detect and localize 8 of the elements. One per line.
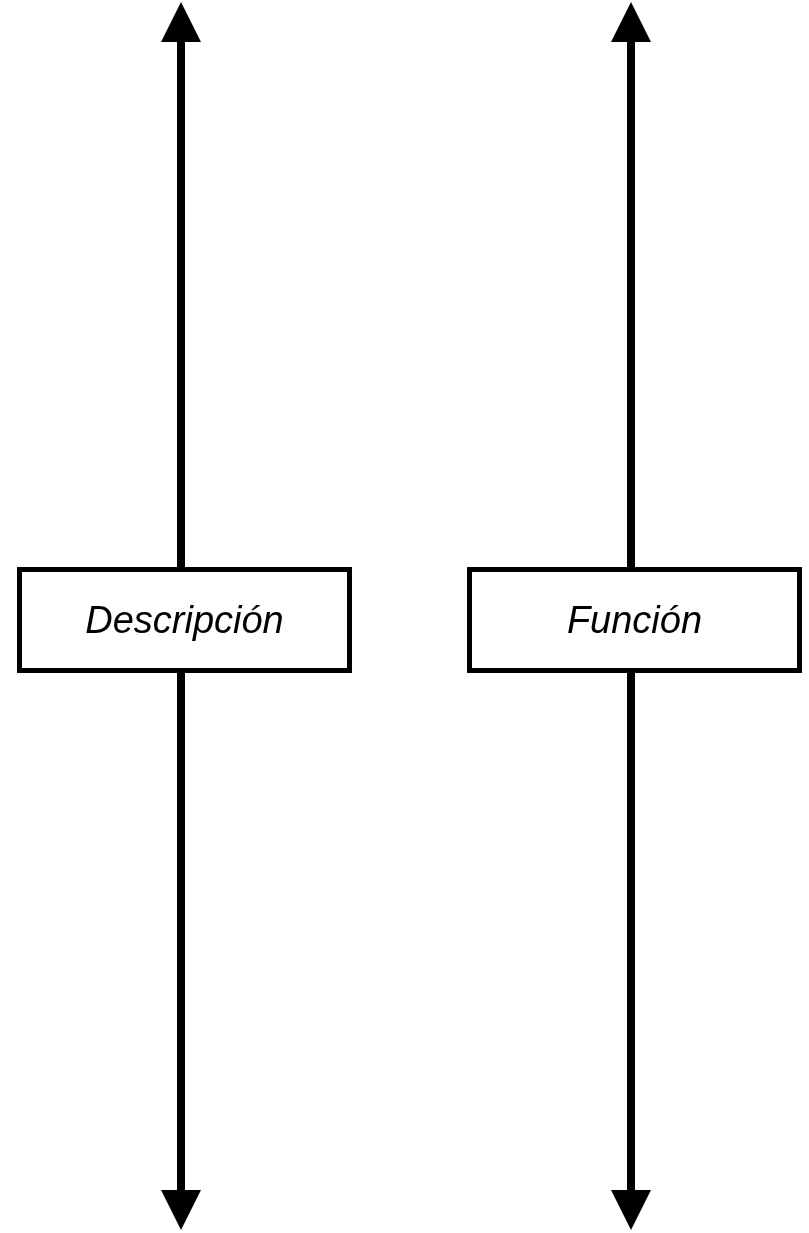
text-box — [17, 567, 352, 673]
box-label: Función — [566, 598, 703, 642]
arrow — [611, 2, 651, 567]
arrow — [161, 673, 201, 1230]
arrow — [611, 673, 651, 1230]
box-label: Descripción — [85, 598, 284, 642]
arrow — [161, 2, 201, 567]
text-box — [467, 567, 802, 673]
